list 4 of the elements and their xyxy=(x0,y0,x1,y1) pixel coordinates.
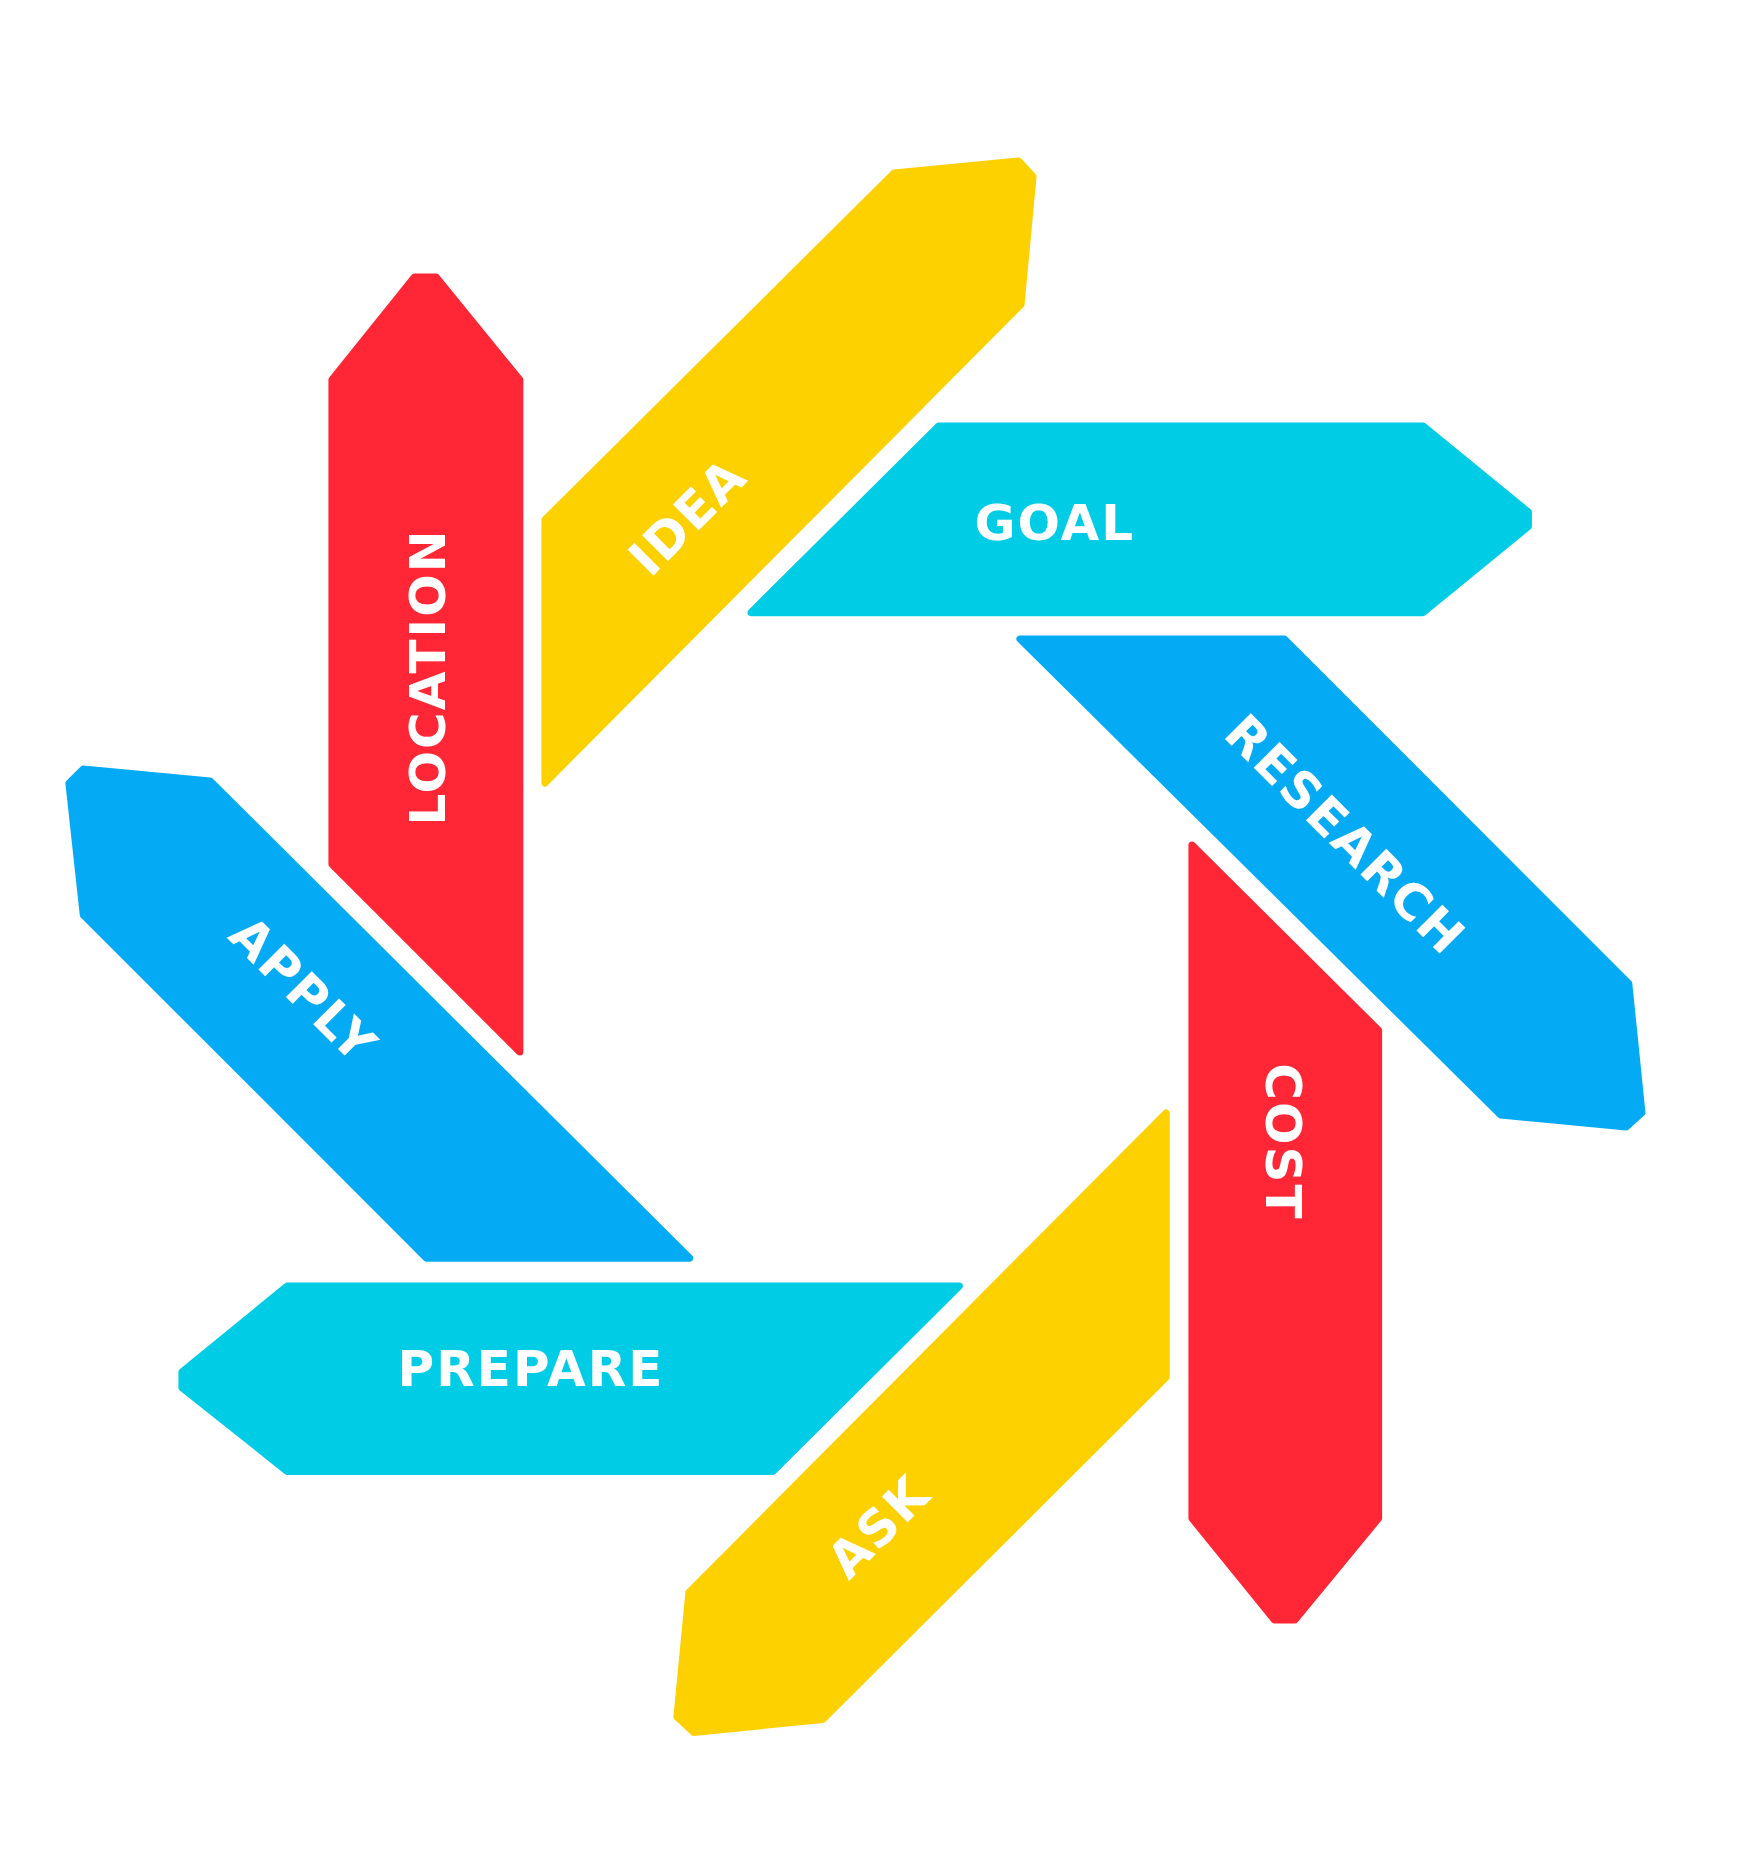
banner-label: LOCATION xyxy=(403,528,454,826)
banner-label: PREPARE xyxy=(397,1344,665,1395)
banner-label: GOAL xyxy=(974,497,1136,548)
banner-label: COST xyxy=(1258,1063,1309,1221)
